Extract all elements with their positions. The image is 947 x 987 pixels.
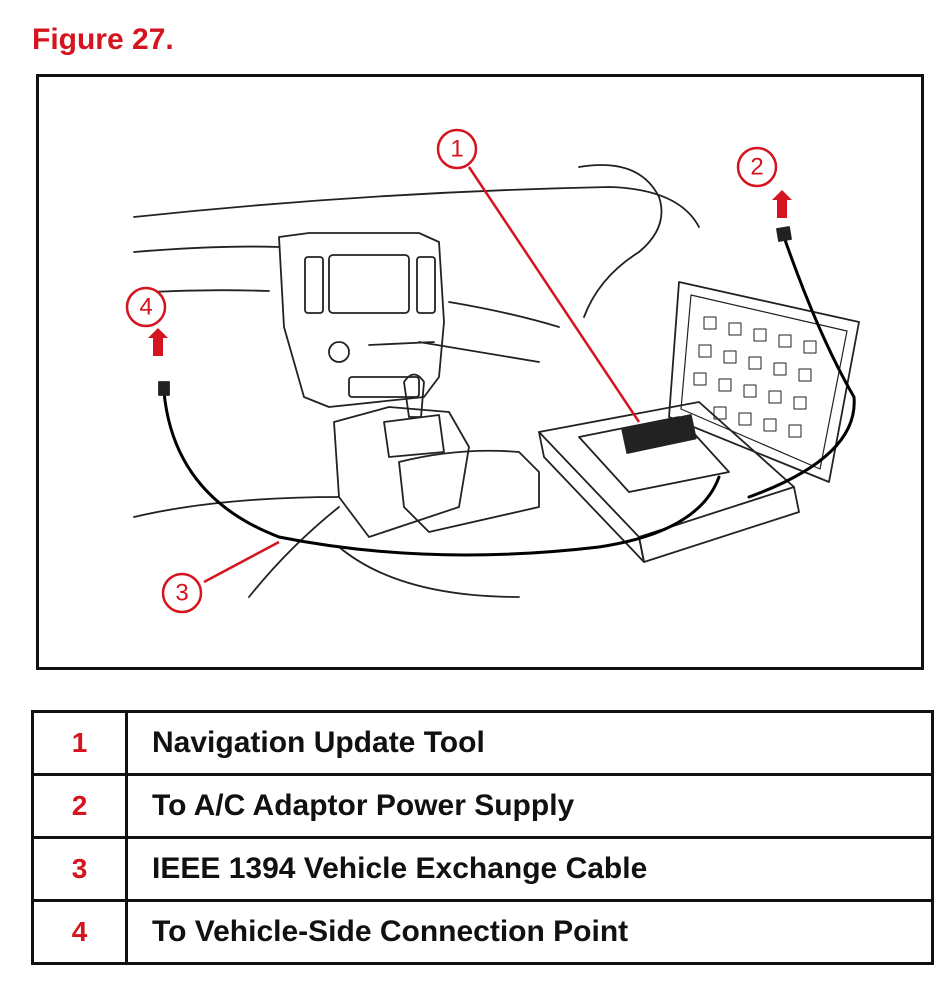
dashboard-lower-line — [133, 496, 340, 518]
navigation-screen — [328, 254, 410, 314]
legend-number: 4 — [31, 899, 128, 965]
legend-description: Navigation Update Tool — [125, 710, 934, 776]
legend-row: 3 IEEE 1394 Vehicle Exchange Cable — [31, 836, 934, 902]
dashboard-line — [133, 245, 280, 253]
legend-row: 1 Navigation Update Tool — [31, 710, 934, 776]
armrest — [398, 449, 540, 533]
legend-number: 1 — [31, 710, 128, 776]
callout-3-label: 3 — [175, 580, 188, 607]
callout-2: 2 — [736, 146, 778, 188]
dashboard-contour — [583, 251, 640, 318]
cable-connector — [158, 381, 170, 396]
shifter-gate — [383, 414, 445, 458]
callout-4-arrow — [148, 328, 168, 356]
floor-line — [338, 546, 520, 598]
legend-row: 4 To Vehicle-Side Connection Point — [31, 899, 934, 965]
vehicle-exchange-cable — [162, 390, 721, 557]
console-body — [333, 406, 470, 538]
console-knob — [328, 341, 350, 363]
callout-4-label: 4 — [139, 294, 152, 321]
callout-4: 4 — [125, 286, 167, 328]
callout-1-label: 1 — [450, 136, 463, 163]
dashboard-top-line — [133, 186, 700, 228]
legend-description: To A/C Adaptor Power Supply — [125, 773, 934, 839]
gear-shifter — [403, 373, 425, 418]
legend-table: 1 Navigation Update Tool 2 To A/C Adapto… — [31, 710, 934, 965]
tool-case-lid-inner — [680, 294, 848, 470]
legend-row: 2 To A/C Adaptor Power Supply — [31, 773, 934, 839]
legend-description: IEEE 1394 Vehicle Exchange Cable — [125, 836, 934, 902]
callout-3-leader — [203, 540, 280, 584]
legend-number: 3 — [31, 836, 128, 902]
illustration-frame: 1 2 3 4 — [36, 74, 924, 670]
tool-case-side — [638, 486, 800, 563]
tool-case-lid — [668, 281, 860, 483]
dashboard-line — [148, 289, 270, 293]
figure-title: Figure 27. — [32, 23, 174, 56]
power-supply-cable — [747, 235, 856, 499]
console-stack — [278, 232, 445, 408]
console-vent — [368, 341, 435, 346]
callout-2-label: 2 — [750, 154, 763, 181]
callout-3: 3 — [161, 572, 203, 614]
legend-number: 2 — [31, 773, 128, 839]
cable-connector — [776, 226, 792, 242]
dashboard-contour — [578, 164, 663, 253]
callout-1: 1 — [436, 128, 478, 170]
legend-description: To Vehicle-Side Connection Point — [125, 899, 934, 965]
vehicle-illustration: 1 2 3 4 — [125, 128, 860, 614]
console-button-panel — [304, 256, 324, 314]
dashboard-contour — [448, 301, 560, 328]
console-slot — [348, 376, 420, 398]
console-button-panel — [416, 256, 436, 314]
callout-1-leader — [467, 166, 641, 423]
callout-2-arrow — [772, 190, 792, 218]
seat-line — [248, 506, 340, 598]
lid-pattern — [693, 316, 817, 438]
dashboard-contour — [418, 341, 540, 363]
